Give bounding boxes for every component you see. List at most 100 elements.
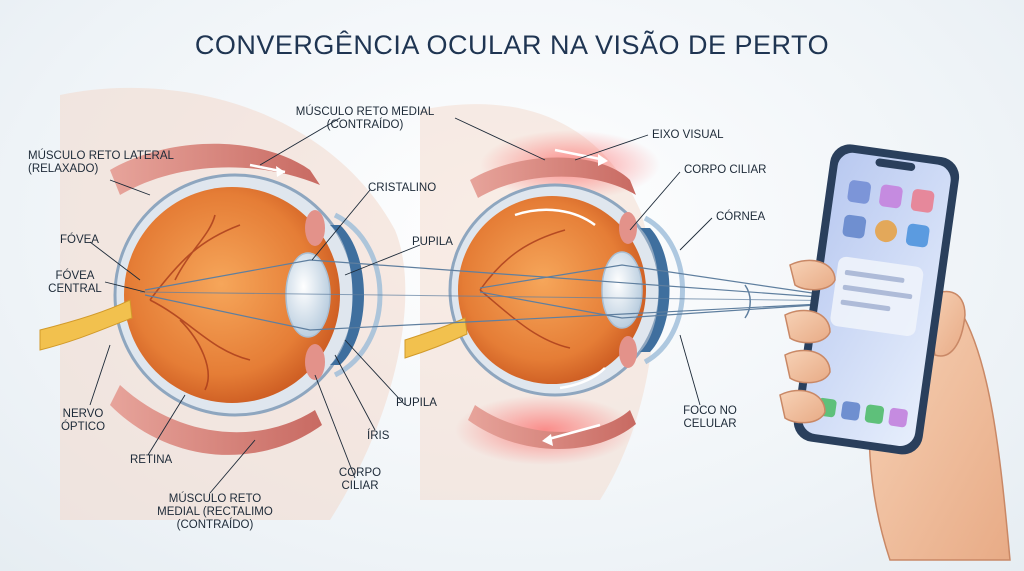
left-lower-muscle bbox=[110, 385, 322, 455]
leader-line bbox=[344, 339, 406, 406]
label-line: CÓRNEA bbox=[716, 211, 766, 223]
label-line: PUPILA bbox=[396, 397, 437, 409]
label-retina: RETINA bbox=[130, 454, 172, 467]
label-corpo-ciliar-left: CORPO CILIAR bbox=[330, 467, 390, 493]
label-line: ÓPTICO bbox=[60, 421, 106, 433]
right-ciliary-bottom bbox=[619, 336, 637, 368]
app-icon bbox=[879, 184, 903, 209]
label-line: CILIAR bbox=[341, 480, 379, 492]
leader-line bbox=[311, 189, 371, 261]
phone-card-line bbox=[842, 284, 913, 300]
label-corpo-ciliar-right: CORPO CILIAR bbox=[684, 164, 766, 177]
smartphone-illustration bbox=[793, 144, 960, 455]
finger bbox=[784, 349, 831, 384]
leader-line bbox=[259, 117, 341, 166]
leader-line bbox=[147, 394, 186, 456]
muscle-arrow-icon bbox=[276, 166, 285, 177]
finger bbox=[789, 259, 836, 291]
label-cristalino: CRISTALINO bbox=[368, 182, 436, 195]
label-fovea-central: FÓVEA CENTRAL bbox=[40, 270, 110, 296]
right-inner-arrow-top bbox=[514, 208, 596, 227]
label-musculo-reto-medial-top: MÚSCULO RETO MEDIAL (CONTRAÍDO) bbox=[290, 106, 440, 132]
ray-left-lower bbox=[144, 294, 861, 331]
convergence-angle-arc bbox=[744, 284, 751, 319]
label-line: CELULAR bbox=[683, 418, 737, 430]
ray-left-upper bbox=[144, 259, 861, 301]
right-iris bbox=[640, 228, 670, 352]
app-icon bbox=[841, 401, 861, 421]
leader-line bbox=[334, 354, 376, 431]
app-icon bbox=[847, 180, 872, 204]
leader-line bbox=[209, 439, 256, 494]
right-lower-arrow bbox=[544, 423, 601, 442]
leader-line bbox=[629, 171, 681, 231]
leader-line bbox=[104, 281, 146, 293]
phone-card-line bbox=[844, 270, 905, 283]
app-icon bbox=[888, 407, 908, 428]
label-line: CRISTALINO bbox=[368, 182, 437, 194]
label-line: CENTRAL bbox=[48, 283, 102, 295]
ray-right-lower bbox=[479, 291, 861, 319]
label-line: PUPILA bbox=[412, 236, 453, 248]
leader-line bbox=[454, 117, 546, 161]
label-foco-no-celular: FOCO NO CELULAR bbox=[680, 405, 740, 431]
label-musculo-reto-medial-bottom: MÚSCULO RETO MEDIAL (RECTALIMO (CONTRAÍD… bbox=[140, 493, 290, 532]
right-eye bbox=[404, 104, 685, 500]
label-musculo-reto-lateral: MÚSCULO RETO LATERAL (RELAXADO) bbox=[28, 150, 174, 176]
label-fovea: FÓVEA bbox=[60, 234, 99, 247]
right-lower-muscle bbox=[468, 405, 636, 450]
label-line: MEDIAL (RECTALIMO bbox=[157, 506, 273, 518]
left-upper-muscle bbox=[110, 143, 320, 195]
label-line: FÓVEA bbox=[55, 270, 95, 282]
leader-lines bbox=[89, 117, 713, 494]
label-eixo-visual: EIXO VISUAL bbox=[652, 129, 724, 142]
leader-line bbox=[109, 179, 151, 196]
finger bbox=[784, 309, 831, 344]
app-icon bbox=[864, 404, 885, 424]
left-ciliary-bottom bbox=[305, 344, 325, 380]
page-title: CONVERGÊNCIA OCULAR NA VISÃO DE PERTO bbox=[194, 30, 830, 60]
app-icon bbox=[842, 214, 867, 239]
left-eye bbox=[39, 87, 406, 521]
label-line: FÓVEA bbox=[60, 234, 99, 246]
left-lens bbox=[285, 252, 331, 338]
visual-rays bbox=[139, 259, 861, 331]
leader-line bbox=[89, 241, 141, 281]
label-iris: ÍRIS bbox=[367, 430, 389, 443]
left-vitreous bbox=[124, 187, 340, 403]
label-line: (RELAXADO) bbox=[28, 163, 99, 175]
right-inner-arrow-bottom bbox=[559, 367, 606, 390]
right-ciliary-top bbox=[619, 212, 637, 244]
label-line: MÚSCULO RETO MEDIAL bbox=[295, 106, 435, 118]
leader-line bbox=[344, 244, 421, 276]
phone-notch bbox=[875, 158, 916, 171]
left-iris bbox=[330, 225, 364, 365]
right-retinal-veins bbox=[479, 229, 571, 349]
app-icon bbox=[905, 223, 930, 248]
label-pupila-upper: PUPILA bbox=[412, 236, 453, 249]
right-vitreous bbox=[458, 196, 646, 384]
right-upper-muscle bbox=[470, 157, 636, 198]
leader-line bbox=[89, 344, 111, 406]
leader-line bbox=[314, 374, 356, 479]
label-line: ÍRIS bbox=[367, 430, 390, 442]
hand-fingers bbox=[779, 259, 836, 424]
right-cornea bbox=[643, 215, 685, 365]
phone-card bbox=[830, 256, 924, 337]
right-bottom-glow bbox=[455, 395, 635, 465]
leader-line bbox=[574, 134, 649, 161]
right-optic-nerve bbox=[404, 317, 468, 359]
finger bbox=[779, 389, 826, 424]
ray-center bbox=[139, 291, 861, 302]
label-line: (CONTRAÍDO) bbox=[326, 119, 404, 131]
app-icon bbox=[875, 220, 898, 243]
label-line: CORPO bbox=[338, 467, 382, 479]
leader-line bbox=[679, 334, 701, 406]
phone-card-line bbox=[840, 299, 891, 312]
label-line: EIXO VISUAL bbox=[652, 129, 724, 141]
left-optic-nerve bbox=[39, 299, 133, 351]
label-line: RETINA bbox=[130, 454, 173, 466]
right-lens bbox=[601, 251, 643, 329]
